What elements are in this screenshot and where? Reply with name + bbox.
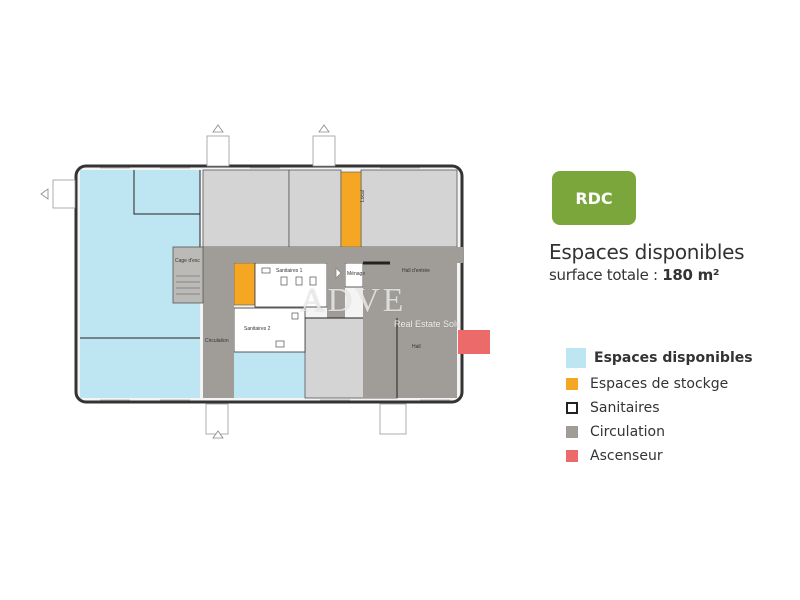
- legend-label: Sanitaires: [590, 400, 660, 416]
- room-label-sanitaires-1: Sanitaires 1: [276, 268, 303, 274]
- legend-item: Espaces de stockge: [566, 376, 728, 392]
- office-north-1: [202, 169, 290, 248]
- room-label-menage: Ménage: [347, 271, 365, 277]
- room-label-local: Local: [360, 190, 366, 202]
- legend-swatch: [566, 450, 578, 462]
- legend-swatch: [566, 378, 578, 390]
- legend-label: Ascenseur: [590, 448, 663, 464]
- stair-hatching: [176, 275, 200, 295]
- page-title: Espaces disponibles: [549, 240, 745, 264]
- legend-swatch: [566, 348, 586, 368]
- elevator: [458, 330, 490, 354]
- storage-north: [340, 171, 362, 248]
- watermark-subtitle: Real Estate Solu: [394, 319, 462, 329]
- room-label-sanitaires-2: Sanitaires 2: [244, 326, 271, 332]
- surface-total: surface totale : 180 m²: [549, 266, 719, 284]
- room-label-hall: Hall: [412, 344, 421, 350]
- room-label-circulation: Circulation: [205, 338, 229, 344]
- circulation-center: [327, 263, 345, 318]
- legend-swatch: [566, 426, 578, 438]
- legend-label: Circulation: [590, 424, 665, 440]
- office-north-3: [360, 169, 458, 248]
- legend-item: Circulation: [566, 424, 665, 440]
- storage-center: [233, 262, 256, 306]
- surface-prefix: surface totale :: [549, 266, 663, 284]
- interior-walls: [80, 170, 398, 398]
- legend-item: Espaces disponibles: [566, 348, 753, 368]
- legend-label: Espaces disponibles: [594, 350, 753, 366]
- office-north-2: [288, 169, 342, 248]
- room-label-cage: Cage d'esc: [175, 258, 200, 264]
- floor-badge: RDC: [552, 171, 636, 225]
- toilet-fixtures: [261, 267, 317, 348]
- surface-value: 180 m²: [662, 266, 720, 284]
- available-space-south: [234, 352, 305, 398]
- room-label-hall-entree: Hall d'entrée: [402, 268, 430, 274]
- entrance-arrows: [40, 124, 342, 439]
- windows: [100, 167, 450, 401]
- circulation-corridor-ew: [173, 247, 463, 263]
- legend-item: Sanitaires: [566, 400, 660, 416]
- stair-cage: [172, 246, 204, 304]
- circulation-corridor-ns: [203, 247, 234, 398]
- legend-swatch: [566, 402, 578, 414]
- circulation-hall: [363, 263, 457, 398]
- legend-label: Espaces de stockge: [590, 376, 729, 392]
- entrances: [52, 135, 407, 435]
- watermark: ADVE: [300, 282, 407, 319]
- legend-item: Ascenseur: [566, 448, 663, 464]
